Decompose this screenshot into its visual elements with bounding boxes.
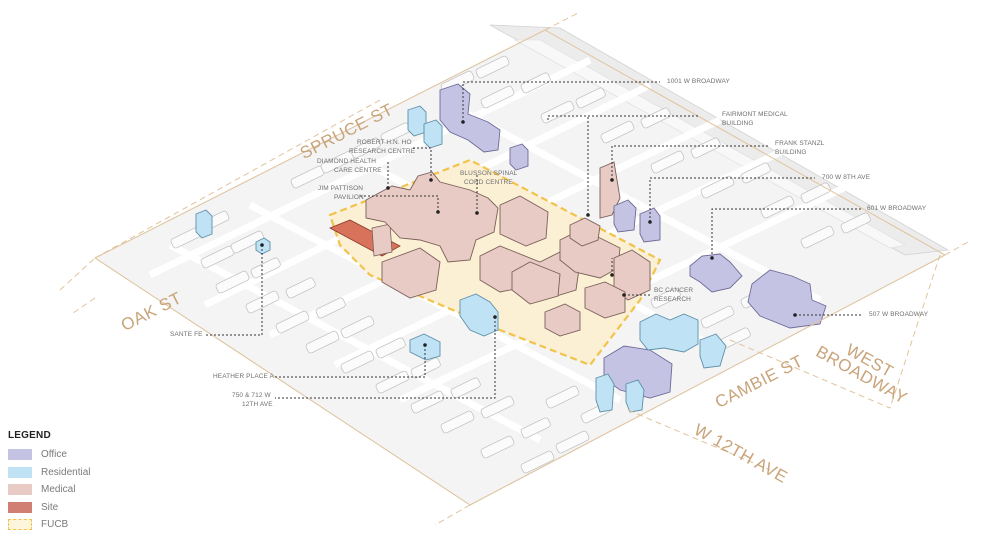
fucb-swatch xyxy=(8,519,32,531)
office-swatch xyxy=(8,449,32,461)
legend-label: Site xyxy=(41,501,59,513)
callout-heather-place: HEATHER PLACE A xyxy=(213,373,274,380)
callout-1001-w-broadway: 1001 W BROADWAY xyxy=(667,78,730,85)
legend: LEGEND Office Residential Medical Site F… xyxy=(8,430,90,534)
callout-diamond-line1: DIAMOND HEALTH xyxy=(317,158,377,165)
callout-blusson-line1: BLUSSON SPINAL xyxy=(460,170,518,177)
callout-750-712-line1: 750 & 712 W xyxy=(232,392,271,399)
leader-lines xyxy=(205,81,862,399)
legend-item-fucb: FUCB xyxy=(8,516,90,534)
leader-dots xyxy=(260,120,797,347)
callout-fairmont-line2: BUILDING xyxy=(722,120,754,127)
callout-stanzl-line2: BUILDING xyxy=(775,149,807,156)
callout-700-w-8th: 700 W 8TH AVE xyxy=(822,174,871,181)
legend-label: Residential xyxy=(41,466,91,478)
callout-robert-ho-line2: RESEARCH CENTRE xyxy=(349,148,416,155)
callout-robert-ho-line1: ROBERT H.N. HO xyxy=(357,139,412,146)
medical-buildings xyxy=(365,161,651,337)
legend-label: Medical xyxy=(41,484,76,496)
callout-bc-cancer-line1: BC CANCER xyxy=(654,287,694,294)
legend-item-residential: Residential xyxy=(8,464,90,482)
medical-swatch xyxy=(8,484,32,496)
callout-pattison-line1: JIM PATTISON xyxy=(318,185,364,192)
callout-507-w-broadway: 507 W BROADWAY xyxy=(869,311,929,318)
callout-601-w-broadway: 601 W BROADWAY xyxy=(867,205,927,212)
site-swatch xyxy=(8,501,32,513)
callout-diamond-line2: CARE CENTRE xyxy=(334,167,382,174)
residential-buildings xyxy=(195,105,727,413)
callout-bc-cancer-line2: RESEARCH xyxy=(654,296,691,303)
street-axes xyxy=(59,11,969,526)
legend-item-site: Site xyxy=(8,499,90,517)
site-building xyxy=(329,219,401,257)
office-buildings xyxy=(439,83,827,399)
callout-fairmont-line1: FAIRMONT MEDICAL xyxy=(722,111,788,118)
legend-item-office: Office xyxy=(8,446,90,464)
callout-blusson-line2: CORD CENTRE xyxy=(464,179,513,186)
callout-pattison-line2: PAVILION xyxy=(334,194,364,201)
legend-title: LEGEND xyxy=(8,430,51,441)
legend-label: FUCB xyxy=(41,519,69,531)
callout-stanzl-line1: FRANK STANZL xyxy=(775,140,825,147)
legend-label: Office xyxy=(41,449,67,461)
callout-750-712-line2: 12TH AVE xyxy=(242,401,273,408)
legend-item-medical: Medical xyxy=(8,481,90,499)
callout-sante-fe: SANTE FE xyxy=(170,331,203,338)
residential-swatch xyxy=(8,466,32,478)
